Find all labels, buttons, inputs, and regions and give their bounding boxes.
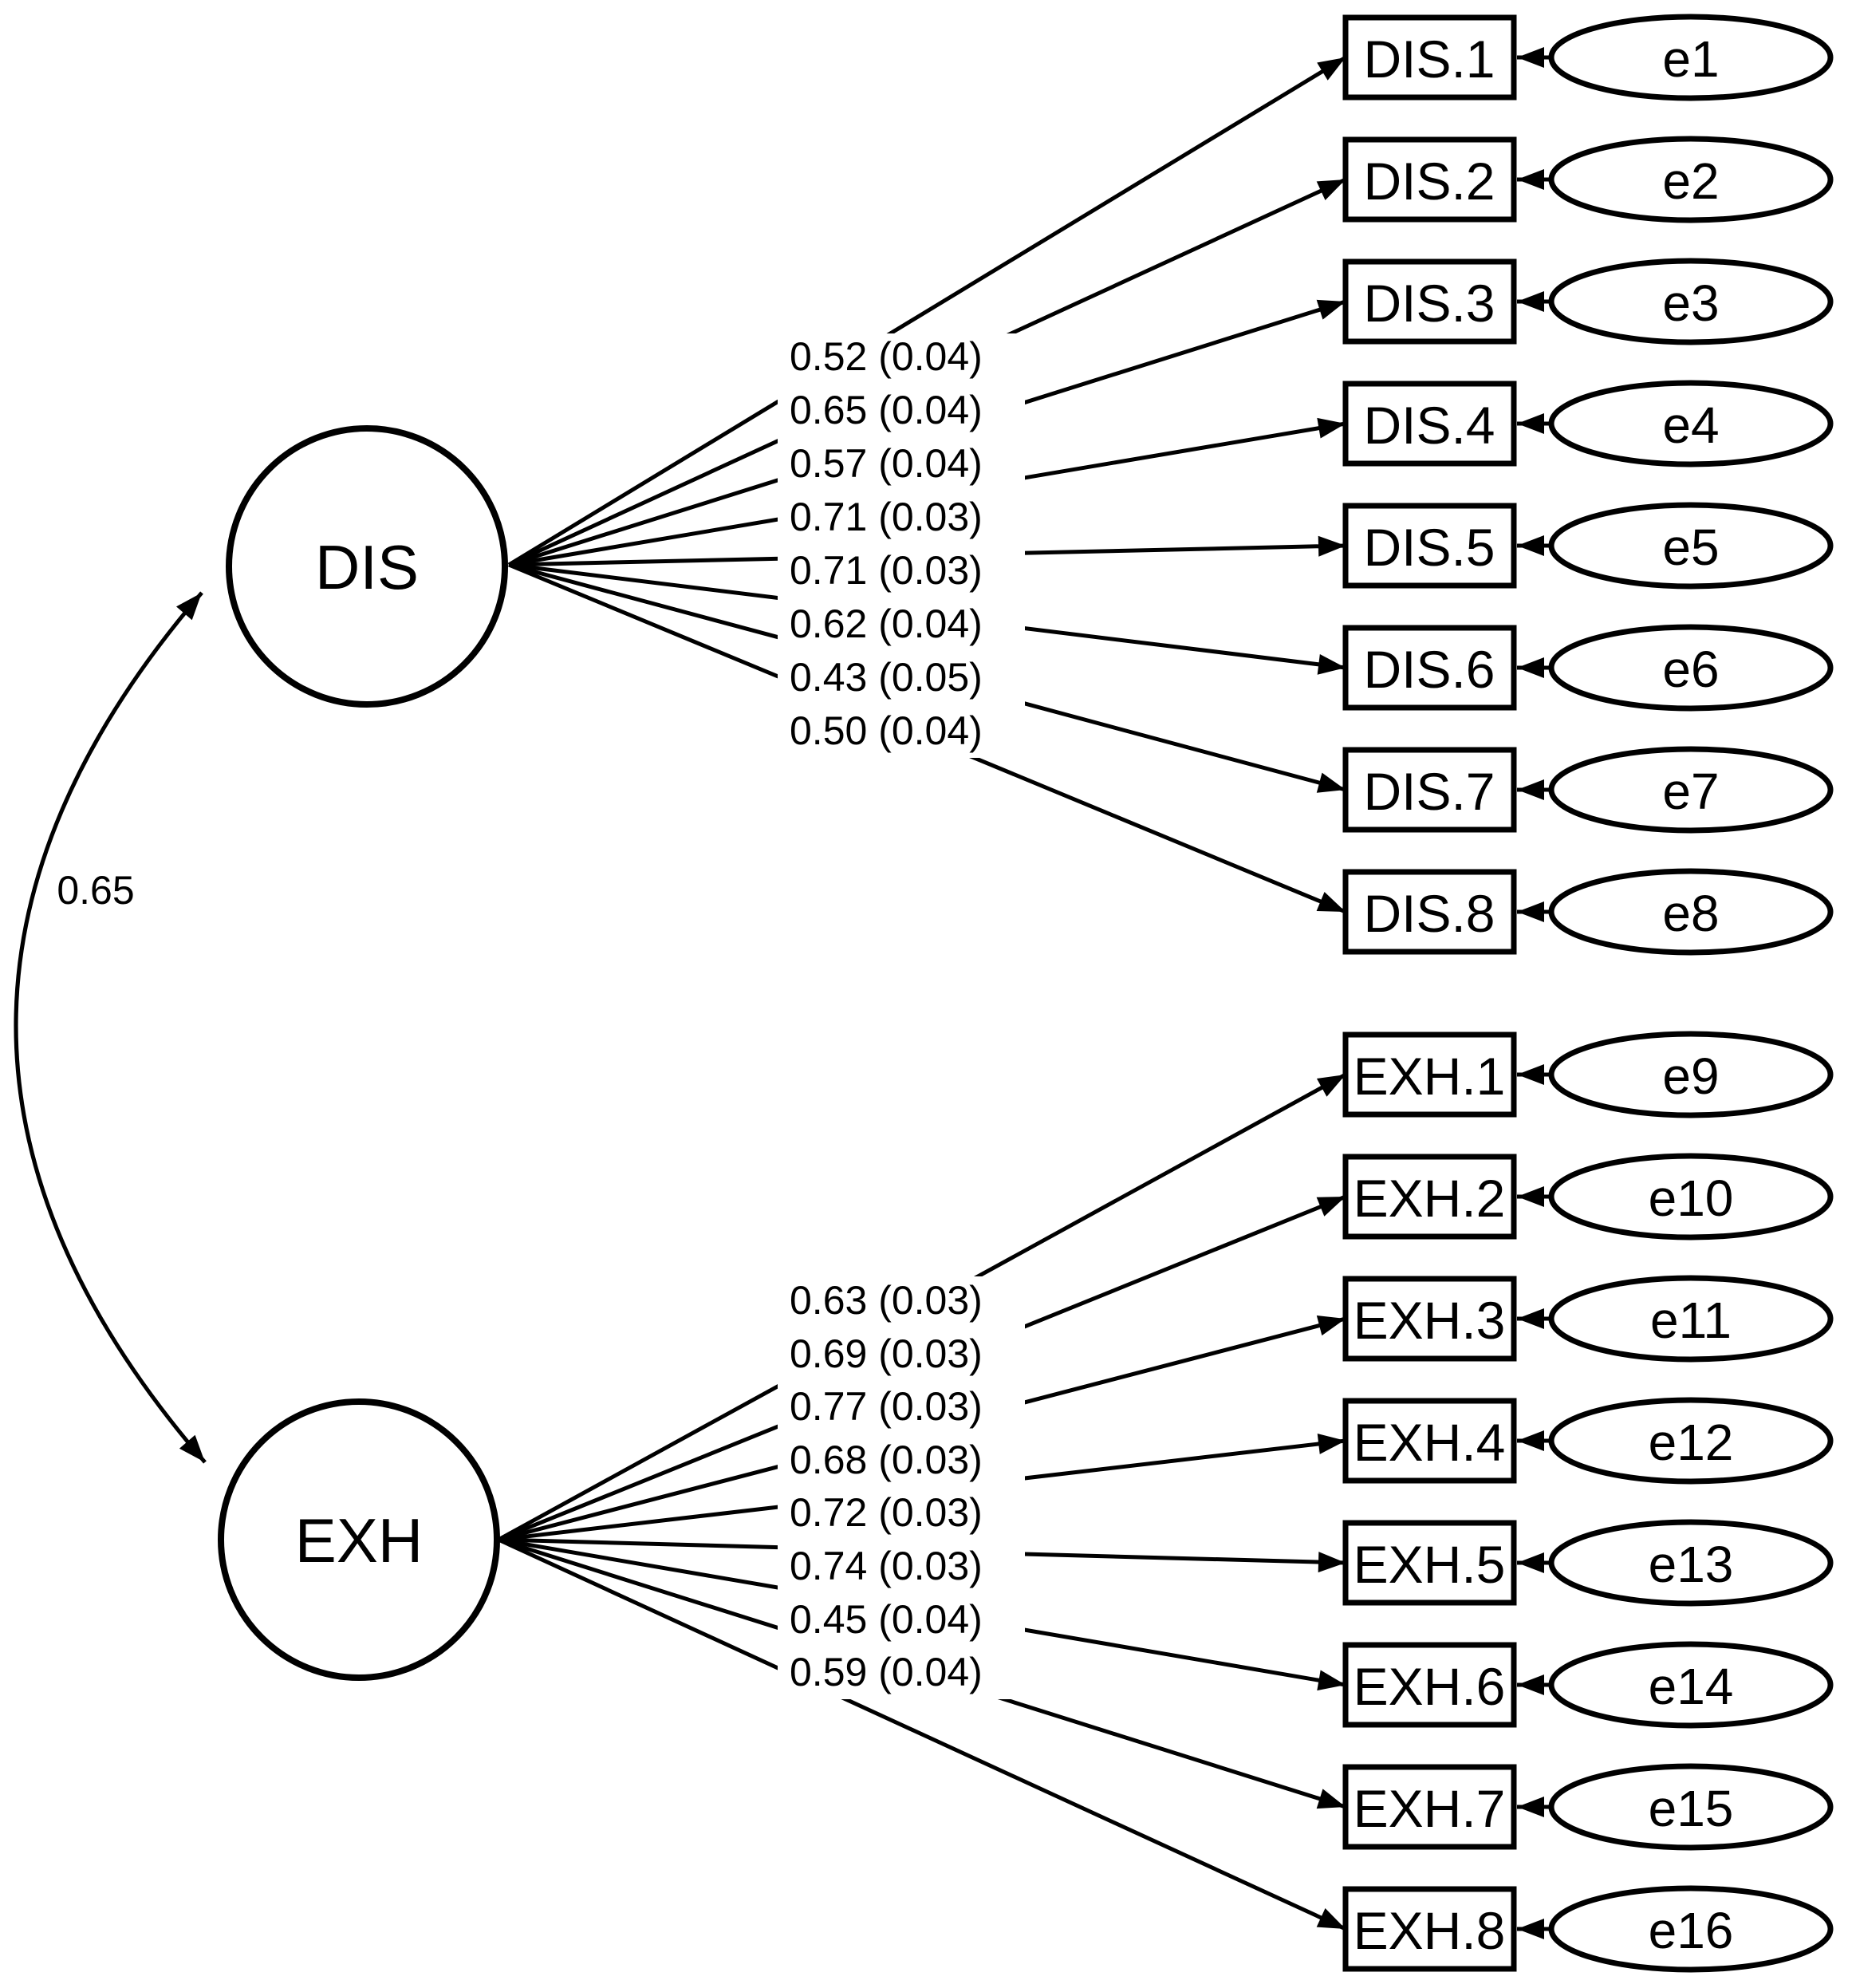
indicator-label-exh-7: EXH.7 xyxy=(1354,1779,1506,1838)
indicator-label-exh-5: EXH.5 xyxy=(1354,1535,1506,1594)
exh-indicator-boxes: EXH.1 EXH.2 EXH.3 EXH.4 EXH.5 EXH.6 EXH.… xyxy=(1342,1031,1517,1972)
indicator-label-dis-3: DIS.3 xyxy=(1363,274,1495,333)
error-label-e9: e9 xyxy=(1662,1047,1719,1105)
latent-node-exh xyxy=(218,1398,500,1681)
dis-loading-values: 0.52 (0.04) 0.65 (0.04) 0.57 (0.04) 0.71… xyxy=(790,334,983,753)
indicator-box-exh-3 xyxy=(1342,1276,1517,1362)
error-label-e16: e16 xyxy=(1649,1902,1734,1959)
loading-value-exh-8: 0.59 (0.04) xyxy=(790,1650,983,1694)
loading-value-dis-6: 0.62 (0.04) xyxy=(790,602,983,646)
error-label-e6: e6 xyxy=(1662,641,1719,698)
error-label-e12: e12 xyxy=(1649,1414,1734,1471)
exh-loadings-mask xyxy=(778,1276,1025,1699)
error-node-e12 xyxy=(1548,1397,1834,1485)
loading-value-exh-3: 0.77 (0.03) xyxy=(790,1384,983,1429)
error-label-e2: e2 xyxy=(1662,152,1719,210)
error-label-e3: e3 xyxy=(1662,274,1719,332)
error-node-e5 xyxy=(1548,502,1834,590)
indicator-box-dis-3 xyxy=(1342,258,1517,345)
loading-value-exh-5: 0.72 (0.03) xyxy=(790,1490,983,1535)
error-node-e14 xyxy=(1548,1641,1834,1729)
indicator-label-dis-2: DIS.2 xyxy=(1363,152,1495,211)
indicator-label-dis-6: DIS.6 xyxy=(1363,640,1495,699)
error-label-e10: e10 xyxy=(1649,1170,1734,1227)
error-label-e13: e13 xyxy=(1649,1536,1734,1593)
error-arrows xyxy=(1517,47,1551,1939)
error-node-e10 xyxy=(1548,1153,1834,1241)
error-label-e1: e1 xyxy=(1662,30,1719,88)
error-label-e7: e7 xyxy=(1662,763,1719,820)
error-node-e8 xyxy=(1548,868,1834,956)
dis-error-nodes: e1 e2 e3 e4 e5 e6 e7 e8 xyxy=(1548,14,1834,956)
indicator-label-exh-1: EXH.1 xyxy=(1354,1047,1506,1106)
error-label-e5: e5 xyxy=(1662,519,1719,576)
indicator-label-exh-6: EXH.6 xyxy=(1354,1657,1506,1716)
loading-value-exh-4: 0.68 (0.03) xyxy=(790,1438,983,1482)
dis-loadings-mask xyxy=(778,333,1025,758)
loading-value-exh-6: 0.74 (0.03) xyxy=(790,1544,983,1588)
correlation-label: 0.65 xyxy=(57,868,134,913)
indicator-box-exh-5 xyxy=(1342,1520,1517,1606)
indicator-label-dis-7: DIS.7 xyxy=(1363,762,1495,821)
indicator-label-dis-4: DIS.4 xyxy=(1363,396,1495,455)
loading-value-dis-5: 0.71 (0.03) xyxy=(790,548,983,593)
exh-error-nodes: e9 e10 e11 e12 e13 e14 e15 e16 xyxy=(1548,1031,1834,1973)
loading-value-exh-7: 0.45 (0.04) xyxy=(790,1597,983,1642)
indicator-box-dis-8 xyxy=(1342,869,1517,955)
indicator-box-dis-2 xyxy=(1342,136,1517,223)
loading-value-dis-8: 0.50 (0.04) xyxy=(790,708,983,753)
error-node-e1 xyxy=(1548,14,1834,101)
indicator-box-dis-4 xyxy=(1342,381,1517,467)
error-node-e11 xyxy=(1548,1275,1834,1363)
indicator-box-exh-7 xyxy=(1342,1764,1517,1850)
latent-label-exh: EXH xyxy=(295,1505,423,1576)
loading-value-dis-4: 0.71 (0.03) xyxy=(790,495,983,539)
indicator-label-exh-8: EXH.8 xyxy=(1354,1901,1506,1960)
latent-label-dis: DIS xyxy=(315,532,419,602)
error-node-e16 xyxy=(1548,1885,1834,1973)
error-label-e14: e14 xyxy=(1649,1658,1734,1715)
error-label-e4: e4 xyxy=(1662,396,1719,454)
indicator-box-dis-7 xyxy=(1342,747,1517,833)
indicator-box-exh-2 xyxy=(1342,1154,1517,1240)
error-node-e15 xyxy=(1548,1763,1834,1851)
loading-value-dis-2: 0.65 (0.04) xyxy=(790,388,983,432)
indicator-label-exh-3: EXH.3 xyxy=(1354,1291,1506,1350)
indicator-label-exh-2: EXH.2 xyxy=(1354,1169,1506,1228)
indicator-box-dis-6 xyxy=(1342,625,1517,711)
indicator-box-exh-4 xyxy=(1342,1398,1517,1484)
indicator-box-exh-1 xyxy=(1342,1031,1517,1118)
loading-value-dis-7: 0.43 (0.05) xyxy=(790,655,983,700)
error-label-e8: e8 xyxy=(1662,885,1719,942)
indicator-box-dis-1 xyxy=(1342,14,1517,101)
error-label-e11: e11 xyxy=(1650,1292,1732,1349)
loading-value-exh-2: 0.69 (0.03) xyxy=(790,1331,983,1376)
loading-path-dis-1 xyxy=(507,55,1347,567)
error-node-e7 xyxy=(1548,746,1834,834)
latent-node-dis xyxy=(226,425,508,708)
indicator-label-dis-5: DIS.5 xyxy=(1363,518,1495,577)
error-node-e4 xyxy=(1548,380,1834,467)
error-node-e2 xyxy=(1548,136,1834,223)
correlation-path xyxy=(14,591,207,1464)
dis-indicator-boxes: DIS.1 DIS.2 DIS.3 DIS.4 DIS.5 DIS.6 DIS.… xyxy=(1342,14,1517,955)
indicator-label-dis-1: DIS.1 xyxy=(1363,30,1495,89)
indicator-box-exh-8 xyxy=(1342,1886,1517,1972)
loading-value-dis-3: 0.57 (0.04) xyxy=(790,441,983,486)
error-label-e15: e15 xyxy=(1649,1780,1734,1837)
exh-loading-values: 0.63 (0.03) 0.69 (0.03) 0.77 (0.03) 0.68… xyxy=(790,1278,983,1694)
loading-value-exh-1: 0.63 (0.03) xyxy=(790,1278,983,1323)
error-node-e9 xyxy=(1548,1031,1834,1118)
loading-value-dis-1: 0.52 (0.04) xyxy=(790,334,983,379)
indicator-box-dis-5 xyxy=(1342,503,1517,589)
indicator-label-dis-8: DIS.8 xyxy=(1363,884,1495,943)
error-node-e13 xyxy=(1548,1519,1834,1607)
error-node-e3 xyxy=(1548,258,1834,345)
indicator-box-exh-6 xyxy=(1342,1642,1517,1728)
indicator-label-exh-4: EXH.4 xyxy=(1354,1413,1506,1472)
error-node-e6 xyxy=(1548,624,1834,712)
loading-path-exh-8 xyxy=(497,1537,1347,1931)
